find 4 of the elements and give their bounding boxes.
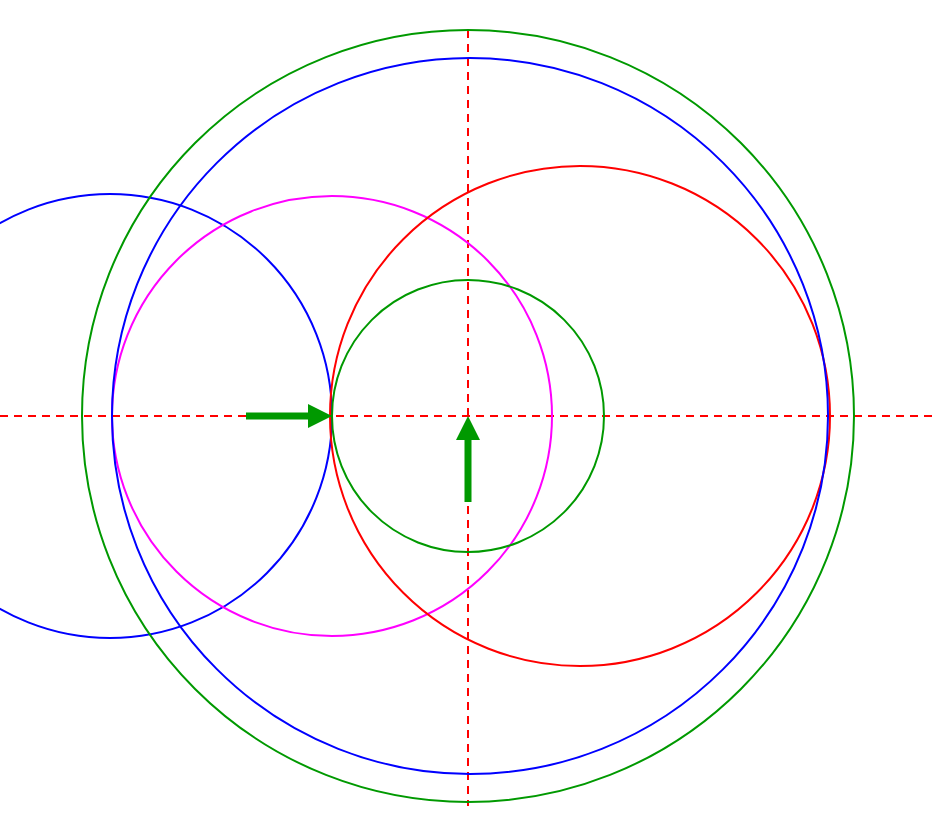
circle-outline — [331, 279, 605, 553]
circle-outline — [111, 195, 553, 637]
circle-outline — [0, 193, 333, 639]
circle-outline — [329, 165, 831, 667]
